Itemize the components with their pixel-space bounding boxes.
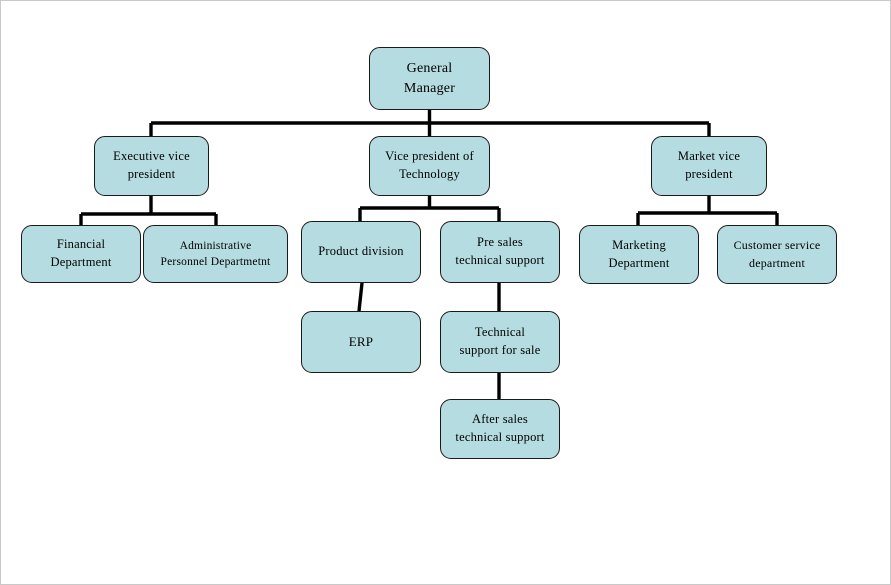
node-label-line: Financial: [56, 237, 106, 252]
node-marketing-department[interactable]: Marketing Department: [579, 225, 699, 284]
node-label-line: Executive vice: [113, 149, 190, 164]
node-label-line: ERP: [348, 333, 374, 349]
node-label-line: Pre sales: [477, 235, 523, 250]
node-label-line: department: [749, 255, 805, 270]
node-executive-vice-president[interactable]: Executive vice president: [94, 136, 209, 196]
node-erp[interactable]: ERP: [301, 311, 421, 373]
node-label-line: Manager: [403, 80, 456, 96]
node-label-line: president: [685, 167, 733, 181]
node-administrative-personnel-department[interactable]: Administrative Personnel Departmetnt: [143, 225, 288, 283]
node-label-line: Customer service: [733, 238, 821, 253]
node-label-line: support for sale: [459, 343, 541, 357]
node-general-manager[interactable]: General Manager: [369, 47, 490, 110]
node-label-line: Product division: [318, 244, 404, 259]
node-label-line: Marketing: [612, 237, 666, 252]
node-label-line: president: [127, 167, 176, 181]
node-label-line: Personnel Departmetnt: [160, 256, 271, 268]
node-label-line: Department: [608, 255, 670, 270]
node-label-line: Technical: [474, 325, 526, 340]
node-label-line: After sales: [472, 412, 528, 427]
edge-product-to-erp: [357, 282, 364, 312]
node-customer-service-department[interactable]: Customer service department: [717, 225, 837, 284]
node-label-line: General: [406, 60, 453, 76]
node-pre-sales-technical-support[interactable]: Pre sales technical support: [440, 221, 560, 283]
node-market-vice-president[interactable]: Market vice president: [651, 136, 767, 196]
node-after-sales-technical-support[interactable]: After sales technical support: [440, 399, 560, 459]
node-label-line: Technology: [399, 167, 460, 181]
node-label-line: Market vice: [677, 149, 741, 164]
node-label-line: Vice president of: [385, 149, 474, 164]
node-product-division[interactable]: Product division: [301, 221, 421, 283]
node-label-line: technical support: [455, 253, 545, 267]
node-label-line: technical support: [455, 430, 545, 444]
node-label-line: Department: [50, 255, 112, 269]
node-financial-department[interactable]: Financial Department: [21, 225, 141, 283]
node-vice-president-of-technology[interactable]: Vice president of Technology: [369, 136, 490, 196]
node-technical-support-for-sale[interactable]: Technical support for sale: [440, 311, 560, 373]
node-label-line: Administrative: [179, 239, 252, 252]
